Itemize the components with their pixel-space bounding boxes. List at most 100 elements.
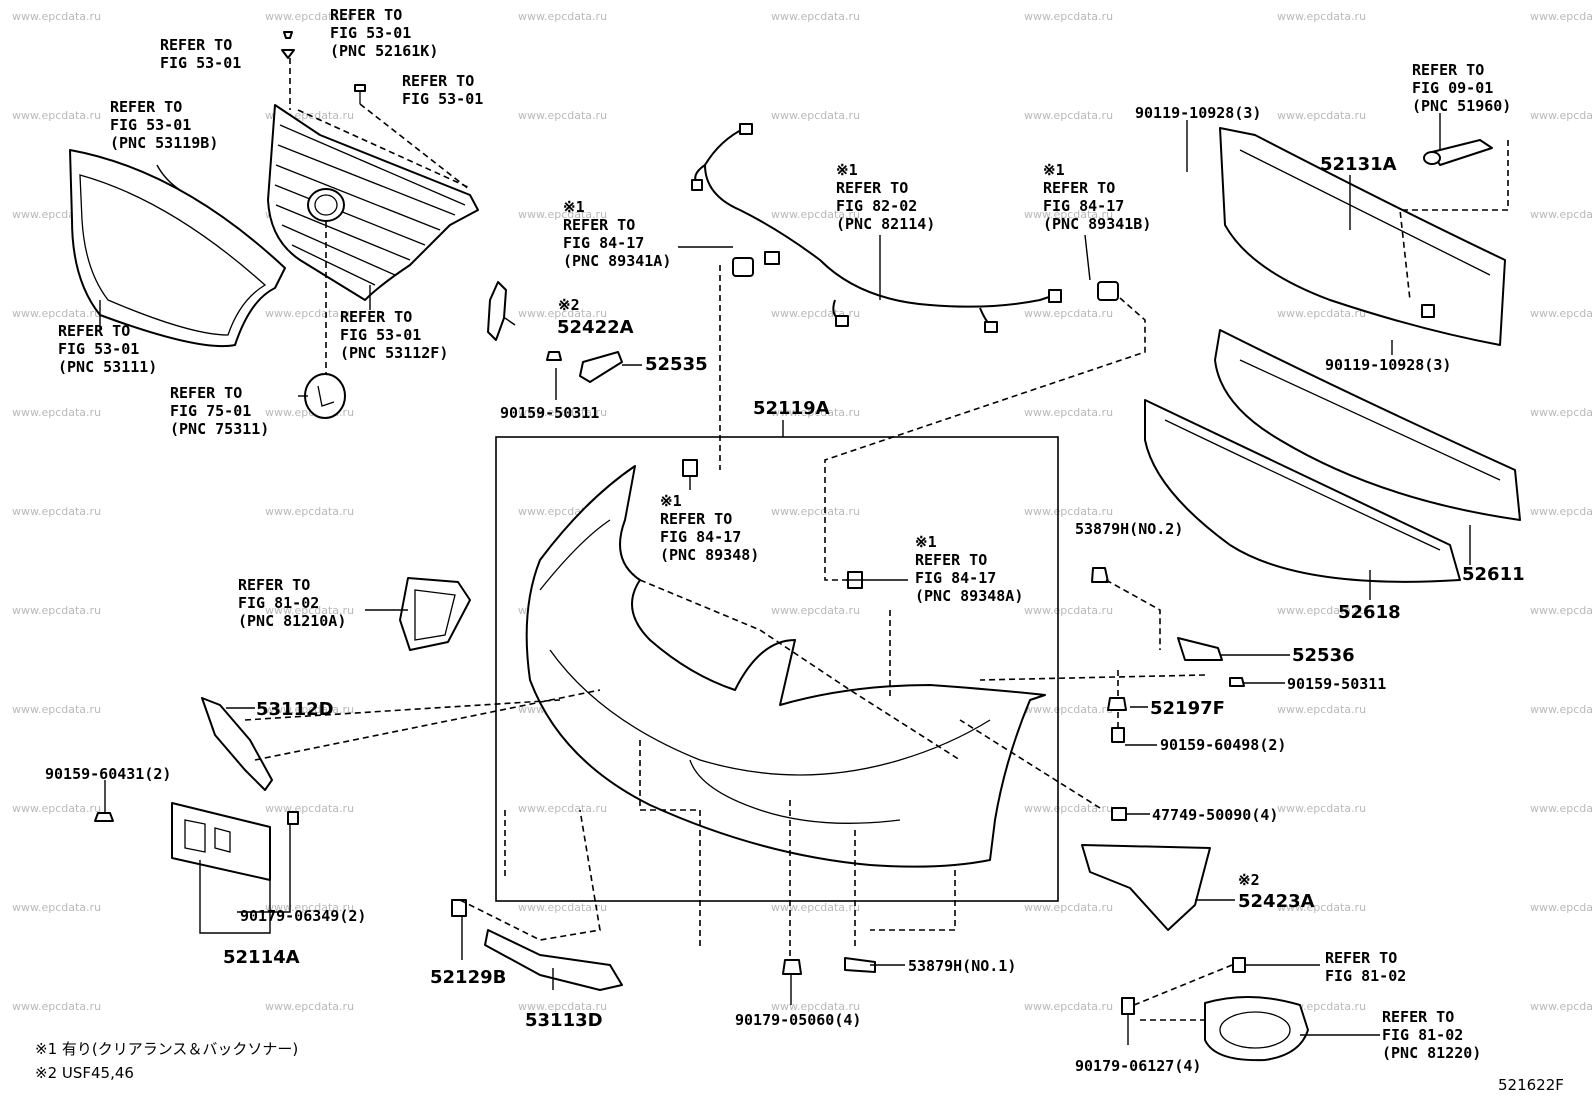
emblem-drawing (304, 373, 346, 419)
fog-lamp-drawing (1204, 996, 1309, 1062)
label-52114A: 52114A (223, 947, 300, 968)
bumper-cover-frame (495, 436, 1059, 902)
label-90159-60498: 90159-60498(2) (1160, 736, 1286, 754)
watermark-text: www.epcdata.ru (12, 10, 101, 23)
note-2: ※2 USF45,46 (35, 1064, 134, 1082)
refer-line: REFER TO (1043, 179, 1115, 197)
watermark-text: www.epcdata.ru (1277, 901, 1366, 914)
watermark-text: www.epcdata.ru (12, 505, 101, 518)
refer-line: REFER TO (1325, 949, 1397, 967)
label-52129B: 52129B (430, 967, 506, 988)
label-52119A: 52119A (753, 398, 830, 419)
refer-line: FIG 09-01 (1412, 79, 1493, 97)
refer-line: FIG 82-02 (836, 197, 917, 215)
watermark-text: www.epcdata.ru (1277, 703, 1366, 716)
watermark-text: www.epcdata.ru (1530, 10, 1592, 23)
mudguard-52423A-drawing (1081, 844, 1211, 931)
watermark-text: www.epcdata.ru (1530, 406, 1592, 419)
refer-line: FIG 84-17 (563, 234, 644, 252)
refer-line: REFER TO (238, 576, 310, 594)
watermark-text: www.epcdata.ru (265, 1000, 354, 1013)
watermark-text: www.epcdata.ru (771, 1000, 860, 1013)
label-90119-bottom: 90119-10928(3) (1325, 356, 1451, 374)
watermark-text: www.epcdata.ru (265, 604, 354, 617)
refer-line: FIG 53-01 (330, 24, 411, 42)
watermark-text: www.epcdata.ru (12, 802, 101, 815)
watermark-text: www.epcdata.ru (1024, 1000, 1113, 1013)
refer-line: REFER TO (110, 98, 182, 116)
watermark-text: www.epcdata.ru (265, 901, 354, 914)
refer-line: REFER TO (160, 36, 232, 54)
label-90179-05060: 90179-05060(4) (735, 1011, 861, 1029)
label-90179-06349: 90179-06349(2) (240, 907, 366, 925)
label-52535: 52535 (645, 354, 708, 375)
bracket-52422A-drawing (487, 281, 507, 341)
refer-line: FIG 53-01 (160, 54, 241, 72)
watermark-text: www.epcdata.ru (265, 10, 354, 23)
label-47749-50090: 47749-50090(4) (1152, 806, 1278, 824)
refer-line: (PNC 89341A) (563, 252, 671, 270)
watermark-text: www.epcdata.ru (1277, 307, 1366, 320)
label-90159-60431: 90159-60431(2) (45, 765, 171, 783)
watermark-text: www.epcdata.ru (1024, 10, 1113, 23)
refer-line: REFER TO (402, 72, 474, 90)
watermark-text: www.epcdata.ru (1530, 1000, 1592, 1013)
air-duct-drawing (399, 577, 471, 651)
support-52618-drawing (1144, 399, 1461, 583)
note-1: ※1 有り(クリアランス＆バックソナー) (35, 1040, 298, 1058)
watermark-text: www.epcdata.ru (771, 505, 860, 518)
refer-line: REFER TO (1382, 1008, 1454, 1026)
refer-line: REFER TO (915, 551, 987, 569)
watermark-text: www.epcdata.ru (1024, 406, 1113, 419)
refer-line: FIG 53-01 (340, 326, 421, 344)
refer-line: (PNC 53111) (58, 358, 157, 376)
refer-line: ※1 (563, 198, 585, 216)
refer-line: REFER TO (170, 384, 242, 402)
watermark-text: www.epcdata.ru (1530, 109, 1592, 122)
watermark-text: www.epcdata.ru (1530, 901, 1592, 914)
part-labels: 90119-10928(3) 52131A 90119-10928(3) ※2 … (45, 104, 1525, 1075)
refer-line: ※1 (660, 492, 682, 510)
watermark-text: www.epcdata.ru (1530, 802, 1592, 815)
license-plate-bracket-drawing (171, 802, 271, 881)
label-52423A: 52423A (1238, 891, 1315, 912)
label-53879H-no2: 53879H(NO.2) (1075, 520, 1183, 538)
label-52422A: 52422A (557, 317, 634, 338)
bumper-cover-drawing (525, 465, 1046, 868)
refer-line: REFER TO (563, 216, 635, 234)
watermark-text: www.epcdata.ru (771, 10, 860, 23)
label-52536: 52536 (1292, 645, 1355, 666)
refer-line: (PNC 51960) (1412, 97, 1511, 115)
watermark-text: www.epcdata.ru (12, 109, 101, 122)
figure-code: 521622F (1498, 1076, 1564, 1094)
absorber-52611-drawing (1214, 329, 1521, 521)
watermark-text: www.epcdata.ru (1277, 109, 1366, 122)
label-52611: 52611 (1462, 564, 1525, 585)
watermark-text: www.epcdata.ru (771, 406, 860, 419)
label-52423A-note: ※2 (1238, 871, 1260, 889)
label-52422A-note: ※2 (558, 296, 580, 314)
watermark-text: www.epcdata.ru (518, 901, 607, 914)
watermark-text: www.epcdata.ru (771, 208, 860, 221)
watermark-text: www.epcdata.ru (1024, 307, 1113, 320)
refer-line: FIG 84-17 (660, 528, 741, 546)
watermark-text: www.epcdata.ru (1024, 604, 1113, 617)
radiator-grille-drawing (267, 104, 479, 301)
watermark-text: www.epcdata.ru (518, 10, 607, 23)
watermark-text: www.epcdata.ru (12, 1000, 101, 1013)
refer-line: FIG 84-17 (915, 569, 996, 587)
refer-line: REFER TO (836, 179, 908, 197)
refer-line: (PNC 81210A) (238, 612, 346, 630)
refer-line: FIG 81-02 (238, 594, 319, 612)
refer-line: (PNC 53119B) (110, 134, 218, 152)
